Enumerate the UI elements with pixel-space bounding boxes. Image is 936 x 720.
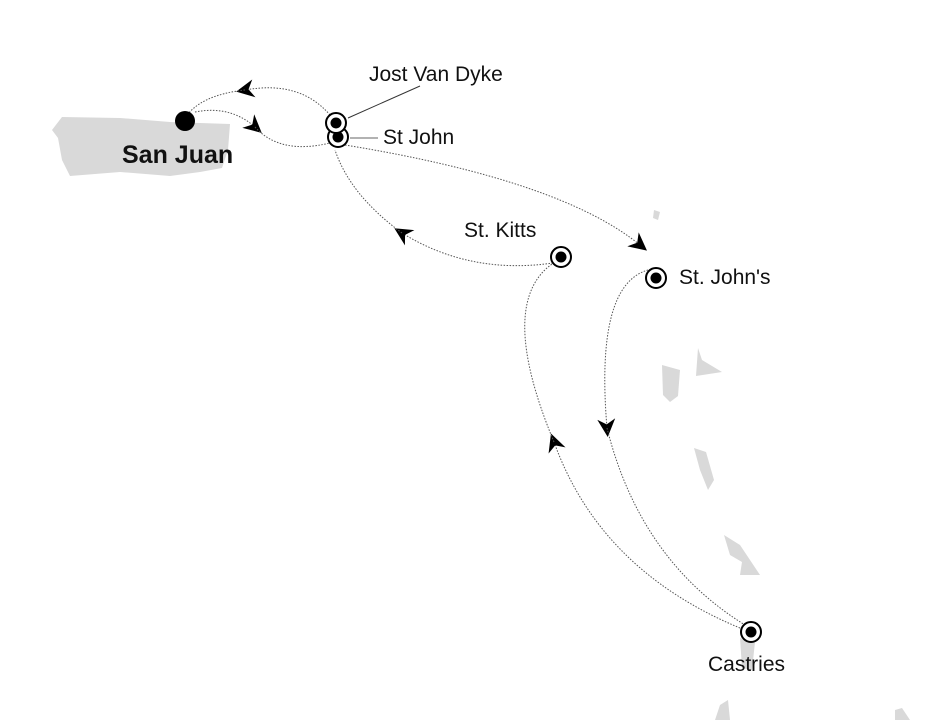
st-lucia-island xyxy=(740,638,755,670)
martinique-island xyxy=(724,535,760,575)
st-kitts-marker xyxy=(550,246,572,268)
port-label-st-john: St John xyxy=(383,126,455,149)
route-stkitts-to-stjohn xyxy=(394,228,554,267)
routes xyxy=(184,79,746,629)
port-label-san-juan: San Juan xyxy=(122,141,234,169)
port-label-castries: Castries xyxy=(708,653,786,676)
puerto-rico-island xyxy=(52,117,230,176)
route-castries-to-stkitts-end xyxy=(524,261,556,443)
route-jost-to-sanjuan xyxy=(236,79,331,116)
st-johns-marker xyxy=(645,267,667,289)
route-castries-to-stkitts xyxy=(548,433,741,629)
island xyxy=(653,210,660,220)
route-sanjuan-to-stjohn xyxy=(194,109,262,133)
port-label-st-kitts: St. Kitts xyxy=(464,219,537,242)
port-label-jost-van-dyke: Jost Van Dyke xyxy=(369,63,503,86)
land-masses xyxy=(52,117,910,720)
route-stjohns-to-castries-end xyxy=(606,427,746,626)
port-label-st-johns: St. John's xyxy=(679,266,771,289)
jost-leader-line xyxy=(347,85,421,119)
guadeloupe-island xyxy=(696,348,722,376)
route-jost-to-sanjuan-end xyxy=(184,89,246,119)
guadeloupe-island xyxy=(662,365,680,402)
san-juan-marker xyxy=(175,111,195,131)
castries-marker xyxy=(740,621,762,643)
jost-van-dyke-marker xyxy=(325,112,347,134)
island xyxy=(895,708,910,720)
island xyxy=(715,700,730,720)
route-sanjuan-to-stjohn-end xyxy=(254,126,331,148)
route-stkitts-to-stjohn-end xyxy=(334,149,403,234)
route-stjohn-to-stjohns xyxy=(344,144,647,251)
dominica-island xyxy=(694,448,714,490)
route-stjohns-to-castries xyxy=(597,269,649,437)
